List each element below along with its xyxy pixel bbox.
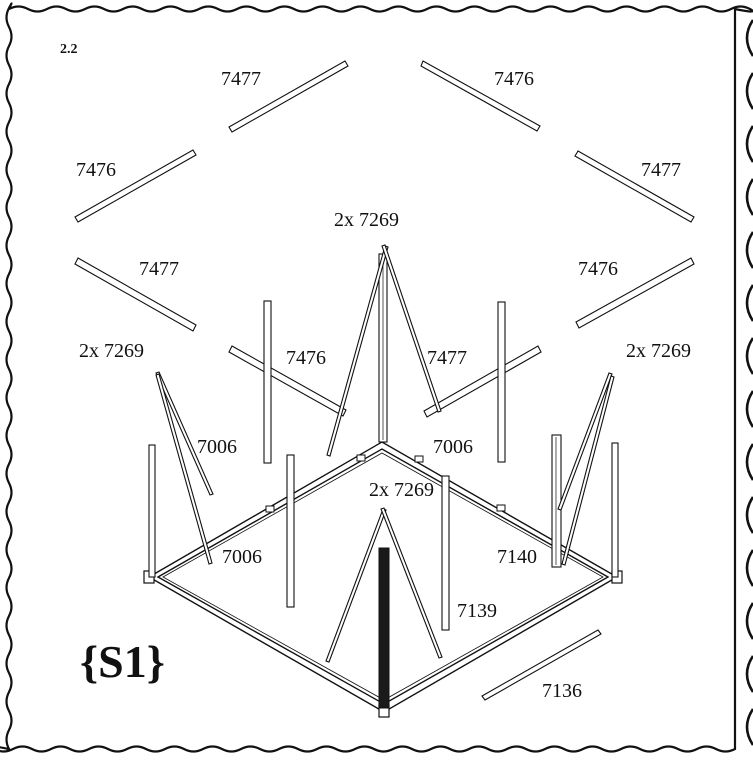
side-tab [745,178,753,216]
label-left-group: 2x 7269 [79,340,144,362]
post-left-floating [263,300,272,464]
brace-pair-right [557,372,615,566]
side-tab [745,549,753,587]
side-tab [745,337,753,375]
label-left-middle: 7477 [139,258,179,280]
rail-top-left-upper [228,60,349,133]
rail-left-upper [74,149,197,223]
post-right-front [551,434,562,568]
side-tab [745,443,753,481]
post-center-right [441,475,450,631]
side-tabs [745,19,753,746]
label-post-front-left: 7006 [222,546,262,568]
label-post-right-front: 7140 [497,546,537,568]
side-tab [745,72,753,110]
side-tab [745,231,753,269]
side-tab [745,655,753,693]
rail-center-left [228,345,347,417]
floor-bar [481,629,602,701]
side-tab [745,602,753,640]
side-tab [745,19,753,57]
side-tab [745,125,753,163]
rail-top-right-upper [420,60,541,132]
label-post-right: 7006 [433,436,473,458]
label-right-upper: 7477 [641,159,681,181]
post-right-floating [497,301,506,463]
label-post-center: 7139 [457,600,497,622]
brace-pair-center-top [326,244,442,457]
post-front-left [286,454,295,608]
step-number: 2.2 [60,42,78,57]
label-post-left: 7006 [197,436,237,458]
label-top-right-upper: 7476 [494,68,534,90]
label-center-left-rail: 7476 [286,347,326,369]
label-left-upper: 7476 [76,159,116,181]
rail-right-middle [575,257,695,329]
post-front-center-dark [378,547,390,709]
rail-left-middle [74,257,197,332]
label-center-right-rail: 7477 [427,347,467,369]
post-right-corner [611,442,619,578]
side-tab [745,708,753,746]
label-right-middle: 7476 [578,258,618,280]
label-top-left-upper: 7477 [221,68,261,90]
stage-label: {S1} [80,636,165,687]
label-center-top: 2x 7269 [334,209,399,231]
rail-right-upper [574,150,695,223]
label-right-group: 2x 7269 [626,340,691,362]
label-center-bottom: 2x 7269 [369,479,434,501]
side-tab [745,284,753,322]
brace-pair-left [155,371,214,565]
brace-pair-center-bottom [325,507,443,663]
post-back-center [378,253,388,443]
side-tab [745,496,753,534]
side-tab [745,390,753,428]
label-floor-bar: 7136 [542,680,582,702]
post-left-corner [148,444,156,578]
